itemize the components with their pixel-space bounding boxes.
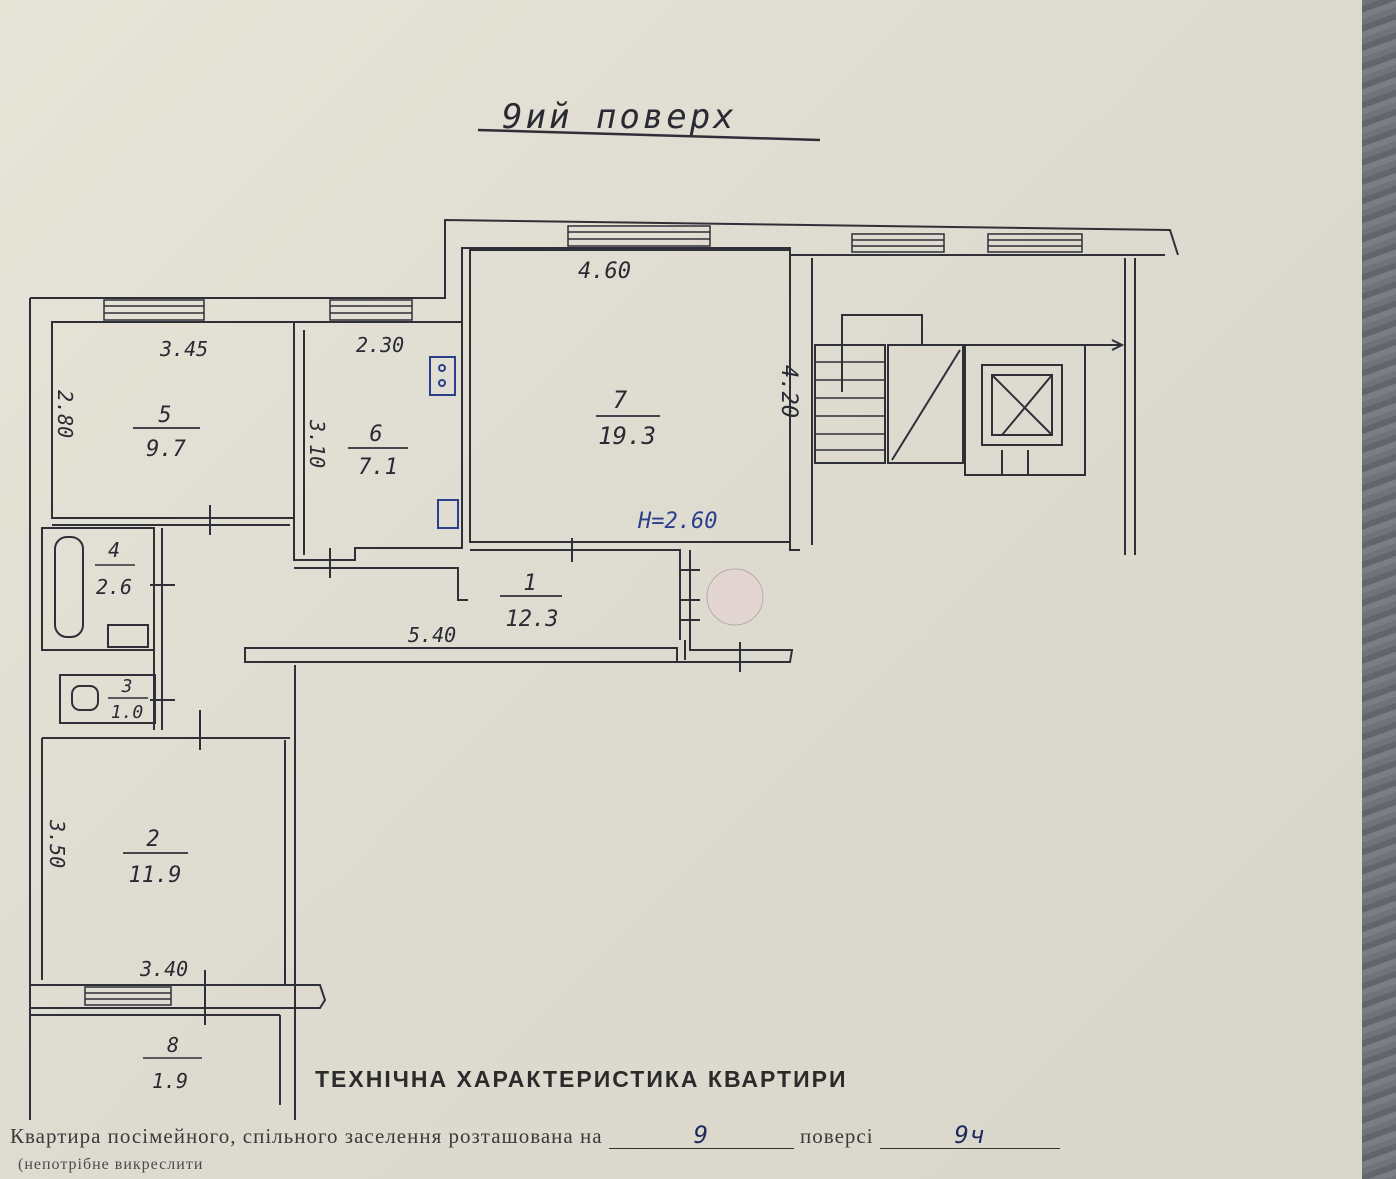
floor-note: 9ий поверх (502, 97, 737, 137)
room-5-number: 5 (158, 403, 171, 428)
room-4-number: 4 (108, 538, 120, 562)
room-5-width-dim: 3.45 (159, 337, 208, 361)
form-footnote: (непотрібне викреслити (18, 1156, 204, 1173)
room-3-number: 3 (121, 676, 133, 697)
floor-plan: 9ий поверх 7 19.3 5 9.7 6 7.1 4 2.6 3 1.… (29, 97, 1179, 1120)
room-2-depth-dim: 3.50 (45, 819, 69, 868)
ceiling-height: H=2.60 (637, 509, 717, 534)
room-5-depth-dim: 2.80 (53, 390, 77, 438)
floor-value-field: 9 (608, 1123, 794, 1149)
room-6-depth-dim: 3.10 (305, 419, 329, 468)
room-2-area: 11.9 (129, 863, 182, 888)
form-line-mid: поверсі (800, 1124, 874, 1148)
room-5-area: 9.7 (146, 437, 186, 462)
room-4-area: 2.6 (96, 575, 132, 599)
room-8-area: 1.9 (152, 1069, 188, 1093)
room-6-width-dim: 2.30 (356, 333, 404, 357)
room-6-area: 7.1 (358, 455, 398, 480)
room-7-area: 19.3 (598, 422, 656, 450)
room-2-number: 2 (146, 827, 159, 852)
form-title: ТЕХНІЧНА ХАРАКТЕРИСТИКА КВАРТИРИ (315, 1066, 848, 1092)
table-surface (1362, 0, 1396, 1179)
room-1-number: 1 (523, 571, 536, 596)
room-7-width-dim: 4.60 (578, 259, 631, 284)
form-line-prefix: Квартира посімейного, спільного заселенн… (10, 1124, 603, 1148)
form-floor-line: Квартира посімейного, спільного заселенн… (10, 1123, 1250, 1149)
corridor-length-dim: 5.40 (408, 623, 456, 647)
storeys-value-field: 9ч (879, 1123, 1060, 1149)
room-3-area: 1.0 (111, 702, 144, 723)
room-6-number: 6 (369, 422, 382, 447)
room-8-number: 8 (167, 1033, 179, 1057)
room-7-number: 7 (613, 386, 628, 414)
room-7-depth-dim: 4.20 (776, 365, 801, 418)
room-2-width-dim: 3.40 (139, 957, 188, 981)
room-1-area: 12.3 (506, 607, 559, 632)
